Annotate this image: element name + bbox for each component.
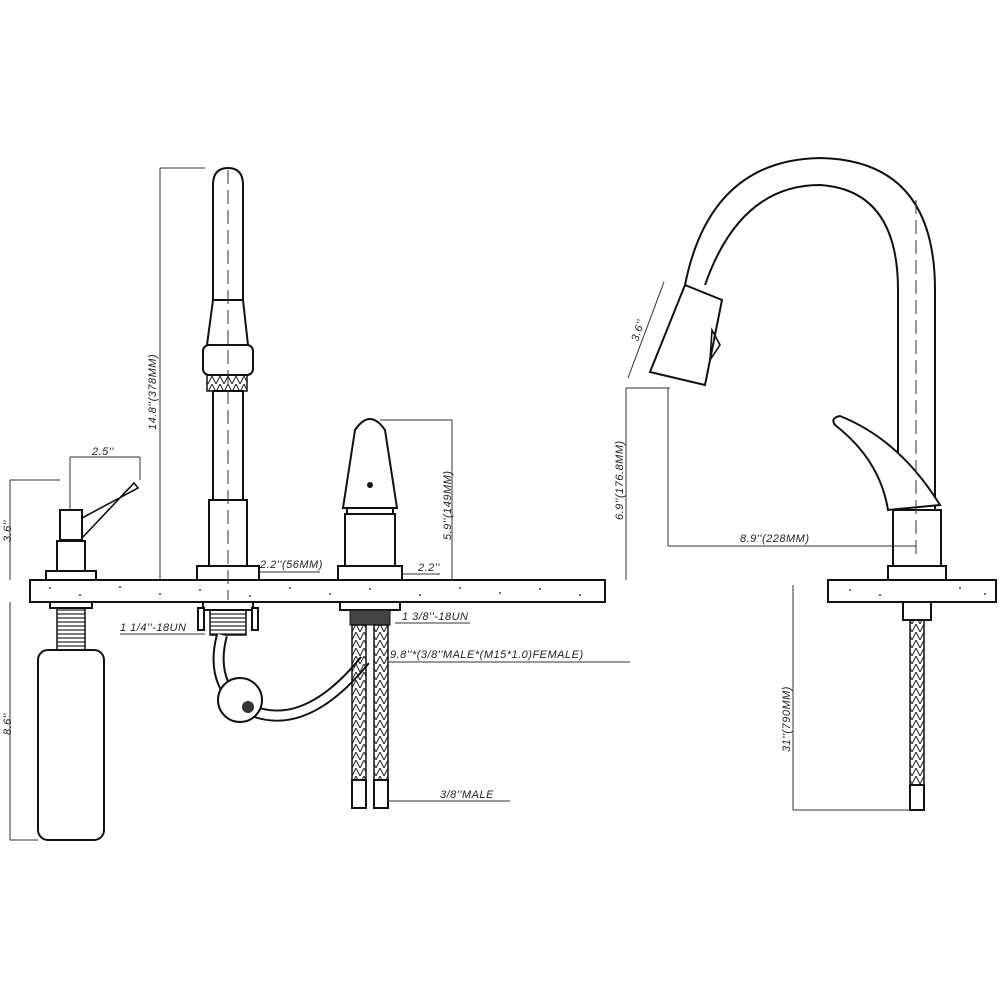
handle-base-label: 2.2'' — [417, 562, 440, 574]
pulldown-faucet-side — [648, 156, 947, 811]
spout-base-label: 2.2''(56MM) — [259, 559, 323, 571]
spout-reach-label: 8.9''(228MM) — [740, 533, 810, 545]
sprayhead-clearance-label: 6.9''(176.8MM) — [614, 440, 626, 520]
soap-dispenser — [37, 481, 140, 841]
handle-height-label: 5.9''(149MM) — [442, 471, 454, 541]
pulldown-faucet-front — [196, 166, 370, 723]
dispenser-bottle-label: 8.6'' — [2, 713, 14, 735]
sprayhead-length-label: 3.6'' — [629, 318, 647, 343]
handle-thread-label: 1 3/8''-18UN — [402, 611, 468, 623]
supply-hose-label: 9.8''*(3/8''MALE*(M15*1.0)FEMALE) — [390, 649, 584, 661]
countertop-left — [29, 579, 606, 603]
hose-end-label: 3/8''MALE — [440, 789, 494, 801]
spout-height-label: 14.8''(378MM) — [147, 354, 159, 430]
handle-valve — [337, 418, 403, 809]
dispenser-height-label: 3.6'' — [2, 520, 14, 542]
dimension-lines — [9, 167, 916, 841]
spout-thread-label: 1 1/4''-18UN — [120, 622, 186, 634]
dispenser-reach-label: 2.5'' — [91, 446, 114, 458]
countertop-right — [827, 579, 997, 603]
pull-hose-length-label: 31''(790MM) — [781, 686, 793, 752]
